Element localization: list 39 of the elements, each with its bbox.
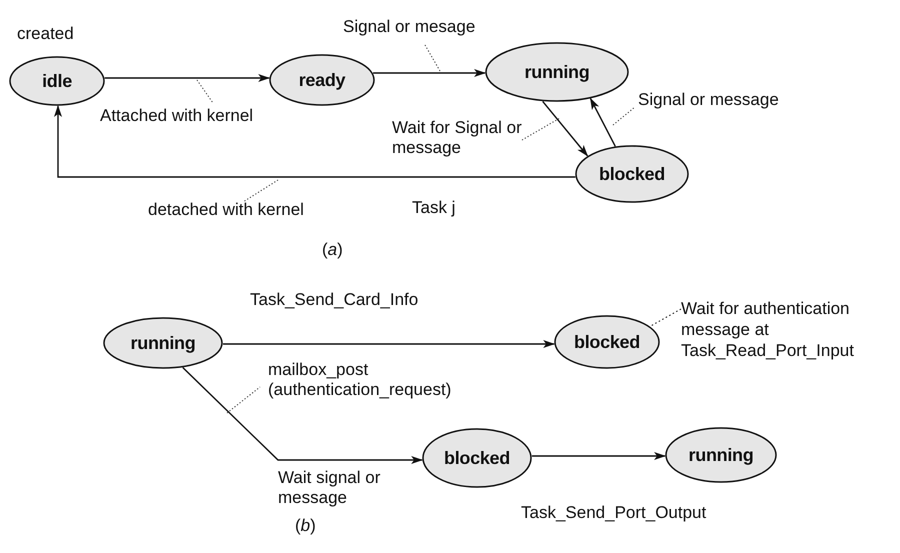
state-label: blocked: [444, 448, 510, 468]
note-text: Wait for authentication message at Task_Read_Port_Input: [681, 298, 895, 361]
state-ellipse: [422, 428, 532, 488]
state-ellipse: [9, 56, 105, 106]
arrow: [182, 367, 424, 464]
diagram-label: Task j: [412, 198, 456, 218]
edge-label: Wait for Signal or message: [392, 118, 523, 158]
edge-label: Task_Send_Port_Output: [521, 503, 706, 523]
edge-label: detached with kernel: [148, 200, 304, 220]
edge-label: Signal or mesage: [343, 17, 476, 37]
state-ellipse: [665, 427, 777, 483]
state-label: blocked: [599, 164, 665, 184]
diagram-label: Wait signal or message: [278, 468, 382, 508]
panel-caption: (a): [322, 240, 343, 260]
state-label: running: [130, 332, 196, 354]
state-label: idle: [42, 70, 72, 92]
edge-label: Task_Send_Card_Info: [250, 290, 418, 310]
arrow: [373, 69, 486, 77]
state-ellipse: [103, 317, 223, 369]
arrow: [542, 100, 588, 157]
state-caption: created: [17, 24, 74, 44]
state-label: running: [688, 444, 754, 466]
edge-label: Attached with kernel: [100, 106, 254, 126]
arrow: [590, 98, 616, 147]
state-ellipse: [269, 54, 375, 106]
arrow: [222, 340, 556, 348]
arrow: [54, 105, 576, 178]
state-label: blocked: [574, 332, 640, 352]
state-ellipse: [485, 42, 629, 102]
edge-label: Signal or message: [638, 90, 779, 110]
leader-line: [650, 308, 682, 327]
panel-caption: (b): [295, 516, 316, 536]
state-label: running: [524, 62, 590, 82]
state-label: ready: [298, 70, 346, 90]
edge-label: mailbox_post (authentication_request): [268, 360, 452, 400]
state-ellipse: [575, 145, 689, 203]
arrow: [104, 74, 270, 82]
state-ellipse: [554, 315, 660, 369]
arrow: [532, 452, 666, 460]
